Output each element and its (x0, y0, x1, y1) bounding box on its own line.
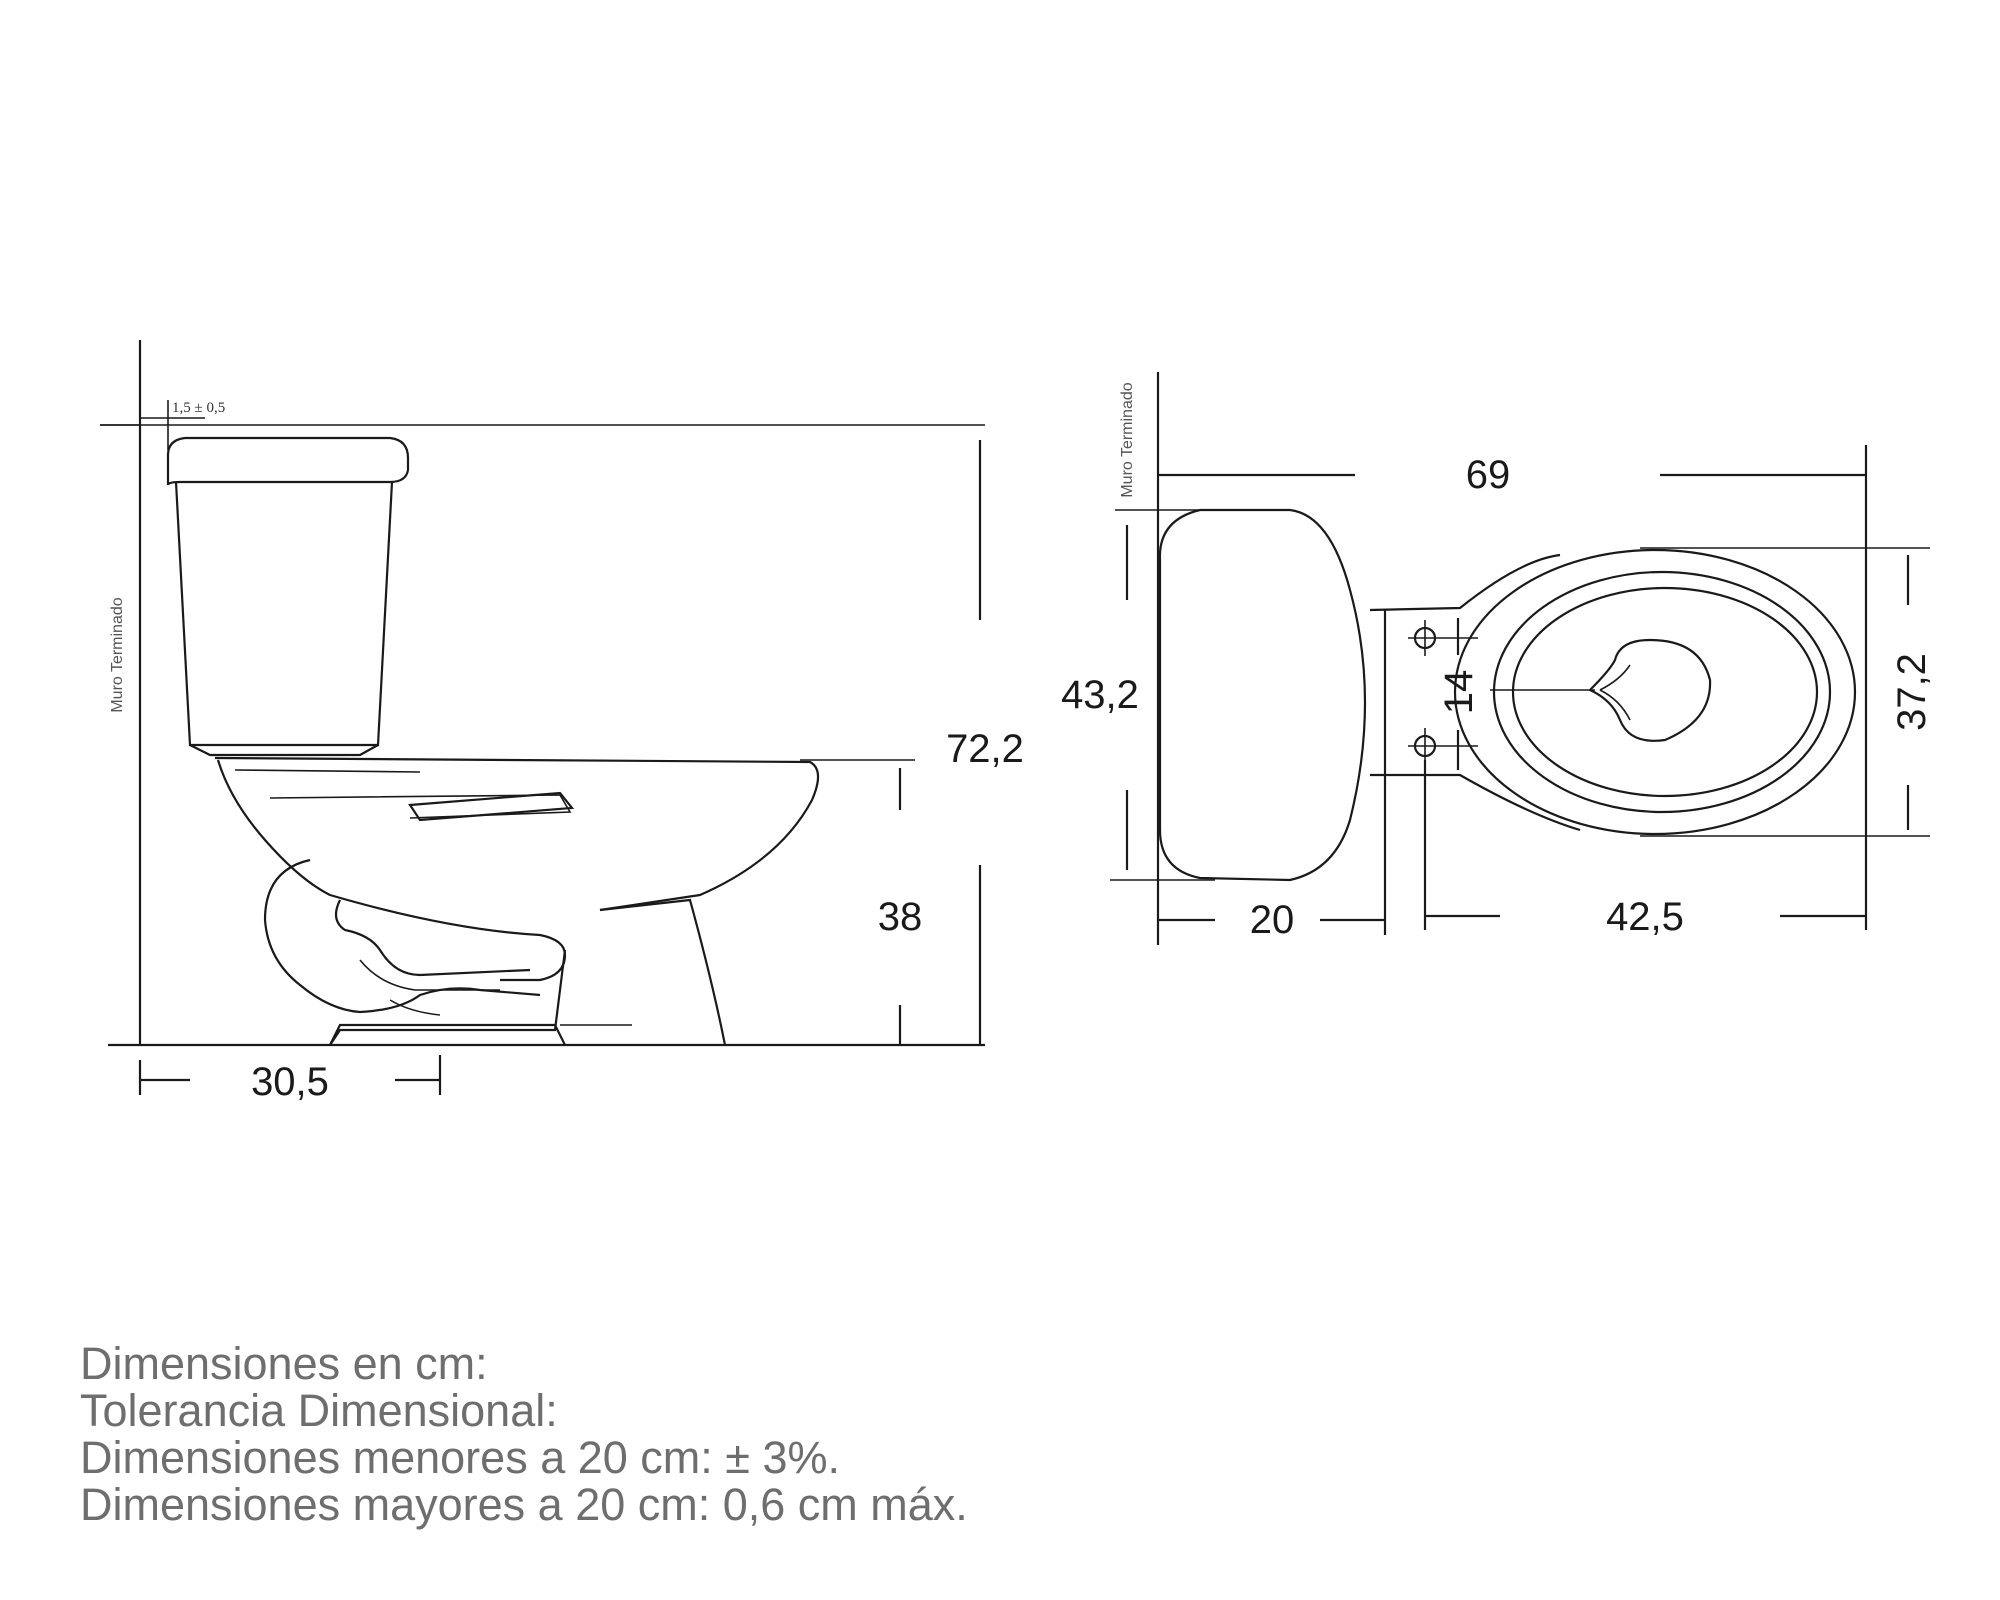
dimension-notes: Dimensiones en cm: Tolerancia Dimensiona… (80, 1340, 968, 1528)
seat-lid (408, 791, 575, 822)
note-line: Dimensiones menores a 20 cm: ± 3%. (80, 1432, 841, 1483)
bowl-neck (1369, 553, 1581, 832)
trapway-inner (334, 899, 531, 977)
side-wall-label: Muro Terminado (109, 597, 126, 712)
tank-width-label: 43,2 (1061, 673, 1139, 717)
length-total-label: 69 (1466, 453, 1511, 497)
bowl-outlet (1588, 638, 1712, 742)
bolt-spacing-label: 14 (1437, 670, 1481, 715)
gap-label: 1,5 ± 0,5 (172, 400, 225, 416)
note-line: Dimensiones en cm: (80, 1338, 488, 1389)
note-line: Tolerancia Dimensional: (80, 1385, 558, 1436)
note-line: Dimensiones mayores a 20 cm: 0,6 cm máx. (80, 1479, 968, 1530)
bowl-outer (1453, 548, 1857, 836)
tank-top (1158, 508, 1367, 882)
trapway-detail (359, 959, 500, 1016)
trapway-outer (263, 858, 541, 1014)
tank-lid (166, 436, 410, 486)
top-wall-label: Muro Terminado (1119, 382, 1136, 497)
seat-top (234, 769, 572, 819)
rough-in-label: 30,5 (251, 1060, 329, 1104)
foot (329, 1023, 566, 1046)
height-total-label: 72,2 (946, 727, 1024, 771)
pedestal (329, 898, 727, 1046)
bowl-water (1511, 586, 1819, 798)
bowl-rim-inner (1492, 570, 1832, 814)
bowl-outlet-inner (1599, 664, 1631, 721)
side-view: Muro Terminado 1,5 ± 0,5 72,2 38 (100, 340, 1024, 1104)
tank-base (189, 744, 379, 757)
bowl-rim (214, 756, 820, 912)
height-seat-label: 38 (878, 895, 923, 939)
bowl-width-label: 37,2 (1890, 653, 1934, 731)
tank-body (174, 481, 394, 747)
bowl-length-label: 42,5 (1606, 895, 1684, 939)
top-view: Muro Terminado 69 43,2 14 (1061, 372, 1934, 945)
tank-depth-label: 20 (1250, 898, 1295, 942)
